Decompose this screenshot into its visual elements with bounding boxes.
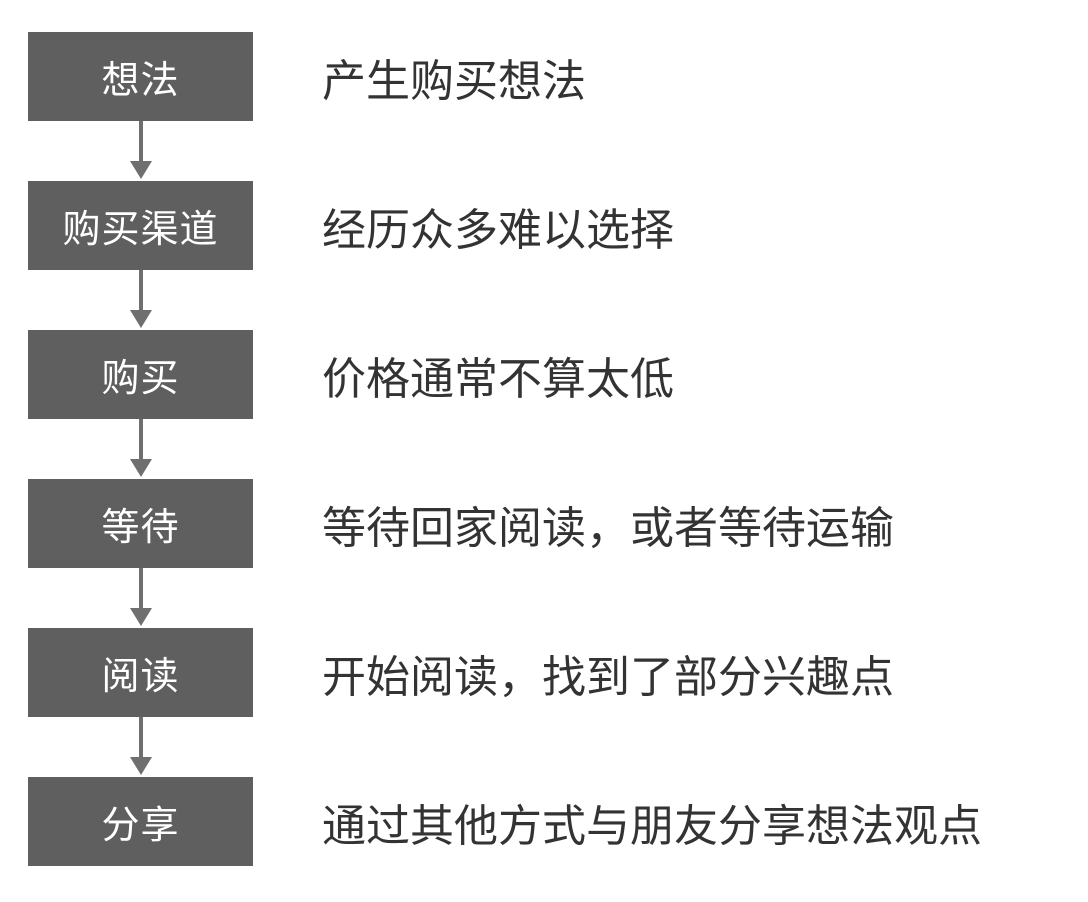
step-label: 购买	[101, 356, 180, 400]
arrow-shaft	[139, 717, 143, 761]
arrow-shaft	[139, 270, 143, 314]
step-description: 通过其他方式与朋友分享想法观点	[322, 800, 982, 852]
arrow-shaft	[139, 568, 143, 612]
step-box-read: 阅读	[28, 628, 253, 717]
step-description: 经历众多难以选择	[322, 204, 674, 256]
down-arrow-icon	[130, 419, 152, 479]
arrow-head	[130, 459, 152, 477]
step-description: 产生购买想法	[322, 55, 586, 107]
down-arrow-icon	[130, 270, 152, 330]
step-label: 分享	[101, 803, 180, 847]
step-description: 价格通常不算太低	[322, 353, 674, 405]
step-box-purchase: 购买	[28, 330, 253, 419]
step-label: 等待	[101, 505, 180, 549]
down-arrow-icon	[130, 121, 152, 181]
arrow-head	[130, 161, 152, 179]
step-description: 等待回家阅读，或者等待运输	[322, 502, 894, 554]
down-arrow-icon	[130, 568, 152, 628]
step-label: 想法	[101, 58, 180, 102]
arrow-shaft	[139, 419, 143, 463]
step-box-purchase-channel: 购买渠道	[28, 181, 253, 270]
arrow-shaft	[139, 121, 143, 165]
arrow-head	[130, 310, 152, 328]
arrow-head	[130, 608, 152, 626]
arrow-head	[130, 757, 152, 775]
down-arrow-icon	[130, 717, 152, 777]
step-label: 阅读	[101, 654, 180, 698]
step-label: 购买渠道	[62, 207, 219, 251]
step-box-idea: 想法	[28, 32, 253, 121]
step-description: 开始阅读，找到了部分兴趣点	[322, 651, 894, 703]
step-box-share: 分享	[28, 777, 253, 866]
step-box-wait: 等待	[28, 479, 253, 568]
